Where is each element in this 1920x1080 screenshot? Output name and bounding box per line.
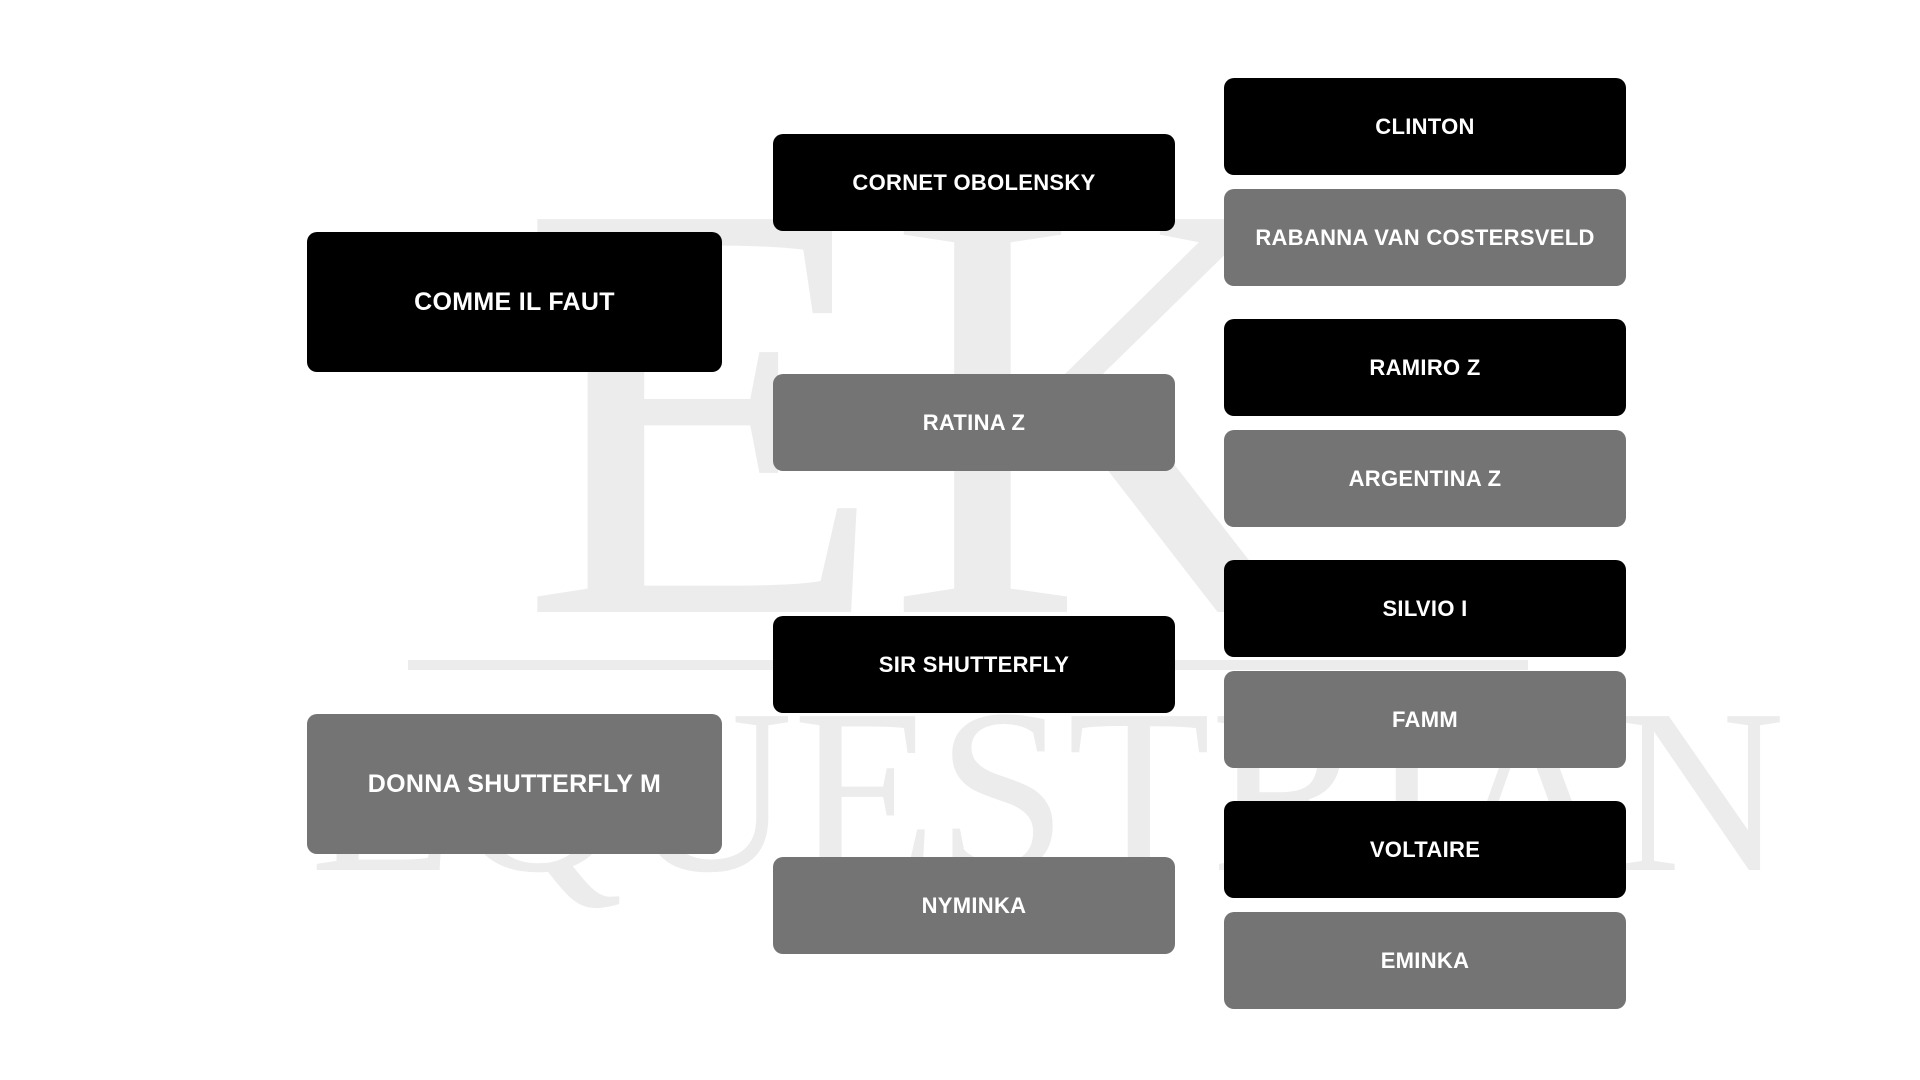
dam-dam-box: NYMINKA [773, 857, 1175, 954]
sire-dam-dam-name: ARGENTINA Z [1348, 465, 1502, 491]
sire-dam-sire-box: RAMIRO Z [1224, 319, 1626, 416]
dam-name: DONNA SHUTTERFLY M [367, 769, 662, 798]
dam-sire-name: SIR SHUTTERFLY [878, 651, 1070, 677]
sire-sire-dam-name: RABANNA VAN COSTERSVELD [1255, 224, 1595, 250]
dam-dam-dam-box: EMINKA [1224, 912, 1626, 1009]
dam-dam-sire-box: VOLTAIRE [1224, 801, 1626, 898]
sire-sire-sire-name: CLINTON [1375, 113, 1475, 139]
dam-sire-sire-name: SILVIO I [1382, 595, 1468, 621]
sire-dam-sire-name: RAMIRO Z [1369, 354, 1481, 380]
sire-sire-box: CORNET OBOLENSKY [773, 134, 1175, 231]
dam-sire-dam-name: FAMM [1392, 706, 1458, 732]
dam-sire-sire-box: SILVIO I [1224, 560, 1626, 657]
dam-dam-dam-name: EMINKA [1380, 947, 1470, 973]
dam-sire-dam-box: FAMM [1224, 671, 1626, 768]
dam-dam-sire-name: VOLTAIRE [1369, 836, 1481, 862]
dam-dam-name: NYMINKA [921, 892, 1027, 918]
sire-dam-name: RATINA Z [922, 409, 1026, 435]
dam-box: DONNA SHUTTERFLY M [307, 714, 722, 854]
sire-name: COMME IL FAUT [414, 287, 615, 316]
sire-dam-dam-box: ARGENTINA Z [1224, 430, 1626, 527]
sire-sire-sire-box: CLINTON [1224, 78, 1626, 175]
sire-sire-name: CORNET OBOLENSKY [852, 169, 1096, 195]
dam-sire-box: SIR SHUTTERFLY [773, 616, 1175, 713]
sire-box: COMME IL FAUT [307, 232, 722, 372]
sire-dam-box: RATINA Z [773, 374, 1175, 471]
sire-sire-dam-box: RABANNA VAN COSTERSVELD [1224, 189, 1626, 286]
